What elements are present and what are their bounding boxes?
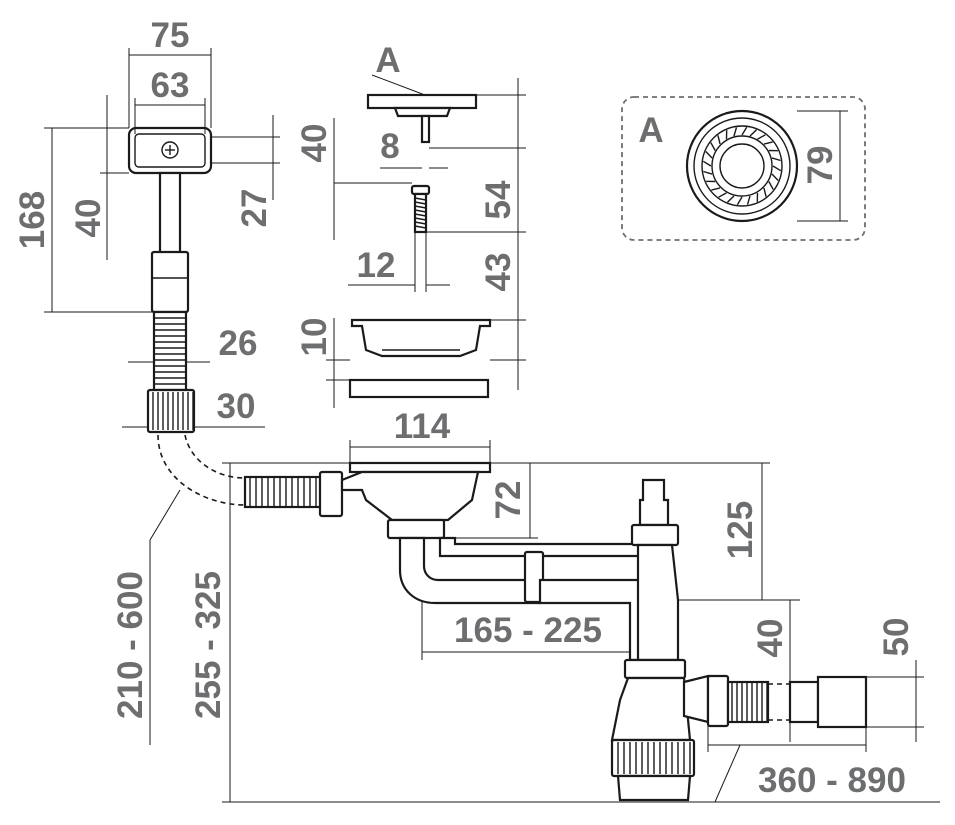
dim-pipe-span: 165 - 225 (454, 611, 602, 650)
dim-outlet-height: 125 (721, 501, 760, 559)
dim-outlet-length: 360 - 890 (758, 761, 906, 800)
detail-letter-top: A (375, 41, 400, 80)
dim-flange-width: 114 (394, 407, 451, 446)
dim-hose-length: 210 - 600 (111, 571, 150, 719)
dim-outlet-diameter-small: 40 (751, 619, 790, 658)
dim-overflow-height-head: 40 (69, 199, 108, 238)
dim-screw-diameter: 8 (380, 127, 399, 166)
detail-a-box (621, 96, 866, 241)
dim-grille-diameter: 79 (801, 146, 840, 185)
dim-bowl-depth: 72 (489, 481, 528, 520)
siphon-dimensions (222, 462, 940, 803)
detail-letter-box: A (638, 111, 663, 150)
dim-hose-diameter: 26 (219, 324, 258, 363)
dim-screw-length: 12 (357, 246, 396, 285)
strainer-dimensions (326, 74, 526, 463)
strainer-parts (348, 93, 492, 399)
dim-strainer-height-top: 40 (295, 124, 334, 163)
dim-strainer-height: 54 (479, 180, 518, 219)
dim-total-height: 255 - 325 (189, 571, 228, 719)
dim-overflow-height-plate: 27 (235, 189, 274, 228)
overflow-dimensions (44, 48, 280, 745)
dim-overflow-width-inner: 63 (151, 66, 190, 105)
dim-nut-diameter: 30 (217, 387, 256, 426)
dim-screw-gap: 43 (479, 253, 518, 292)
dim-overflow-height-total: 168 (13, 191, 52, 249)
siphon-assembly (243, 461, 868, 802)
dim-overflow-width-outer: 75 (151, 16, 190, 55)
dim-basket-height: 10 (295, 318, 334, 357)
dim-outlet-diameter-large: 50 (877, 618, 916, 657)
dimension-labels: 75 63 168 40 27 26 30 210 - 600 A 40 8 5… (13, 16, 916, 800)
overflow-assembly (127, 126, 246, 506)
